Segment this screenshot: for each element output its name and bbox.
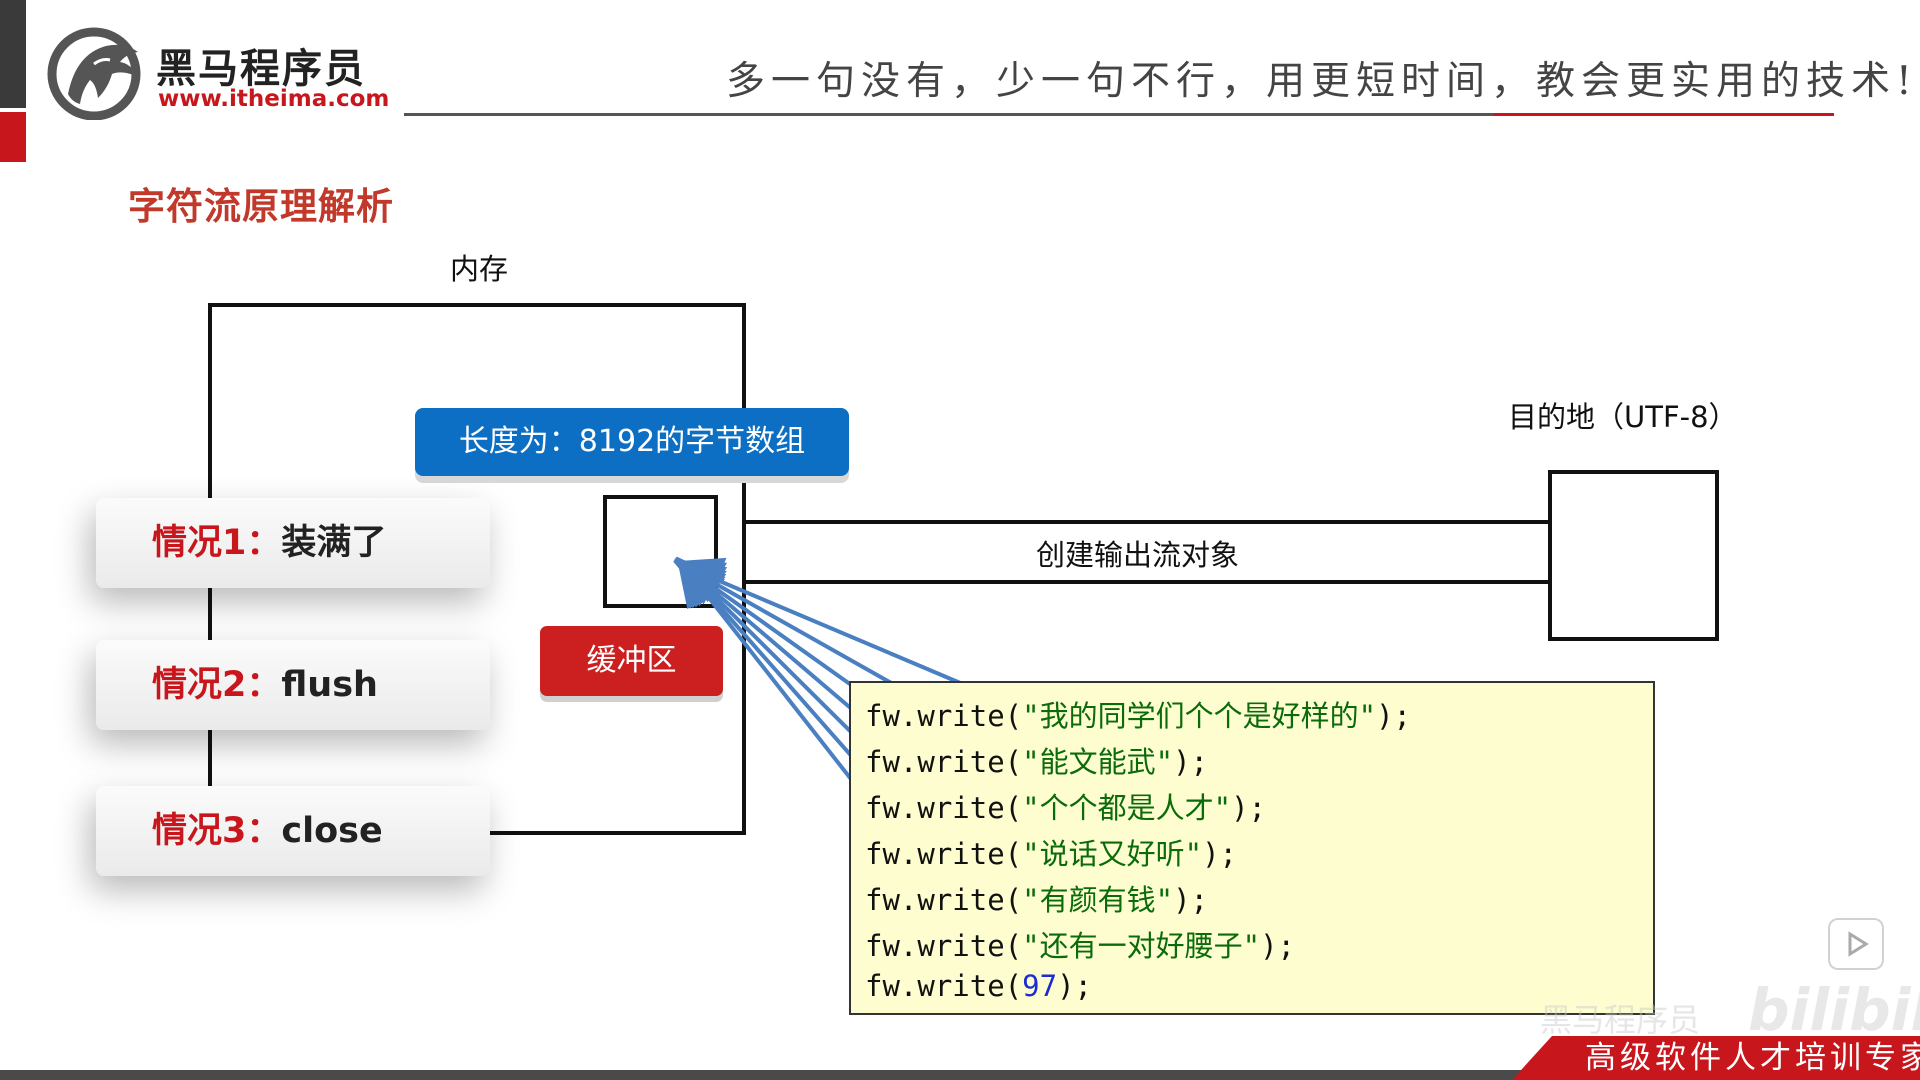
case-text: 装满了	[281, 523, 387, 563]
header-divider-accent	[1494, 113, 1834, 116]
code-line: fw.write(97);	[865, 969, 1092, 1003]
code-line: fw.write("还有一对好腰子");	[865, 929, 1295, 963]
play-icon	[1848, 931, 1869, 957]
case-number: 情况3：	[152, 811, 282, 851]
watermark-text: 黑马程序员	[1540, 1001, 1701, 1039]
brand-url[interactable]: www.itheima.com	[158, 86, 390, 112]
play-button[interactable]	[1828, 918, 1884, 970]
page-title: 字符流原理解析	[128, 185, 394, 228]
destination-label: 目的地（UTF-8）	[1508, 400, 1738, 434]
bilibili-watermark: bilibili	[1748, 976, 1920, 1044]
memory-label: 内存	[450, 252, 509, 286]
bottom-red-banner	[1512, 1036, 1920, 1080]
code-line: fw.write("有颜有钱");	[865, 883, 1208, 917]
case-card: 情况1：装满了	[96, 498, 490, 588]
code-line: fw.write("个个都是人才");	[865, 791, 1266, 825]
brand-name: 黑马程序员	[156, 46, 366, 92]
code-line: fw.write("说话又好听");	[865, 837, 1237, 871]
case-text: flush	[281, 665, 378, 705]
code-block: fw.write("我的同学们个个是好样的"); fw.write("能文能武"…	[849, 681, 1655, 1015]
code-line: fw.write("我的同学们个个是好样的");	[865, 699, 1411, 733]
destination-box	[1548, 470, 1719, 641]
case-number: 情况1：	[152, 523, 282, 563]
left-red-bar	[0, 112, 26, 162]
case-card: 情况2：flush	[96, 640, 490, 730]
stream-label: 创建输出流对象	[1036, 538, 1240, 572]
header-divider	[404, 113, 1494, 116]
horse-logo-icon	[47, 27, 141, 120]
bottom-tagline: 高级软件人才培训专家	[1585, 1040, 1920, 1076]
code-line: fw.write("能文能武");	[865, 745, 1208, 779]
bottom-bar	[0, 1070, 1920, 1080]
case-card: 情况3：close	[96, 786, 490, 876]
case-text: close	[281, 811, 383, 851]
header-slogan: 多一句没有，少一句不行，用更短时间，教会更实用的技术!	[726, 59, 1918, 104]
case-number: 情况2：	[152, 665, 282, 705]
left-dark-bar	[0, 0, 26, 108]
buffer-button[interactable]: 缓冲区	[540, 626, 723, 696]
buffer-box	[603, 495, 718, 608]
byte-array-label: 长度为：8192的字节数组	[415, 408, 849, 476]
